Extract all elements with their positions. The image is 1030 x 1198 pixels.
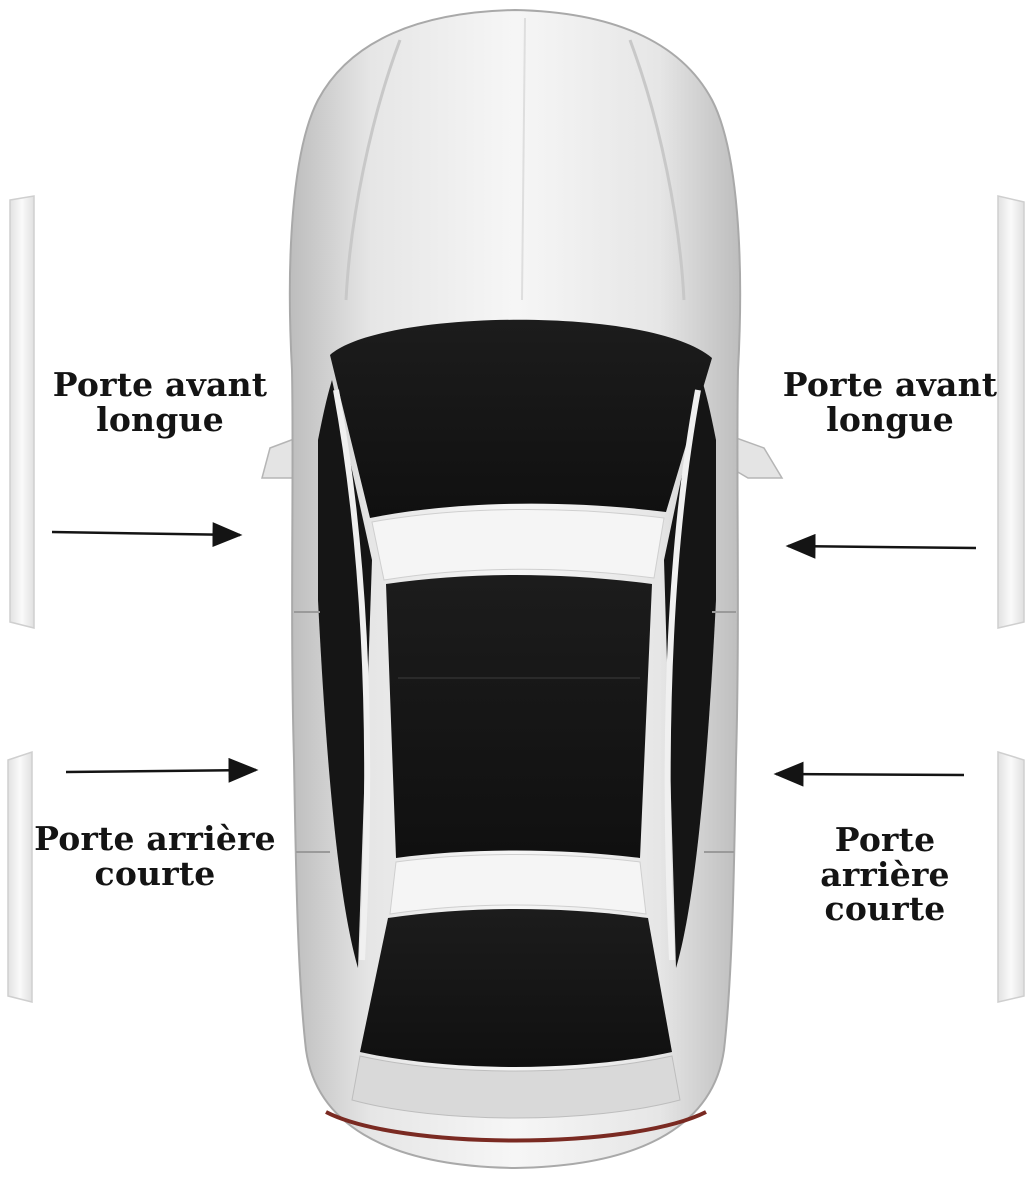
door-strip-front-left: [9, 195, 35, 629]
arrow-rear-left: [65, 757, 259, 783]
door-strip-rear-right: [997, 750, 1025, 1003]
front-windshield: [330, 319, 712, 518]
label-front-left-door: Porte avant longue: [40, 365, 280, 439]
label-rear-left-door: Porte arrière courte: [20, 819, 290, 893]
car-top-view: [261, 8, 784, 1170]
arrow-front-left: [51, 522, 243, 548]
label-line: courte: [94, 853, 216, 893]
label-rear-right-door: Porte arrière courte: [770, 820, 1000, 929]
door-strip-front-right: [997, 195, 1025, 629]
door-strip-rear-left: [7, 750, 33, 1003]
rear-window: [360, 909, 672, 1067]
label-line: Porte avant: [52, 365, 268, 404]
label-line: Porte avant: [782, 365, 998, 404]
left-side-windows: [318, 380, 372, 968]
label-line: Porte: [834, 820, 936, 859]
arrow-front-right: [785, 533, 977, 559]
label-line: longue: [96, 399, 224, 439]
label-line: longue: [826, 399, 954, 439]
label-front-right-door: Porte avant longue: [770, 365, 1010, 439]
label-line: Porte arrière: [34, 819, 276, 858]
label-line: arrière: [820, 854, 950, 894]
roof-glass: [386, 575, 652, 858]
arrow-rear-right: [773, 761, 965, 787]
label-line: courte: [824, 889, 946, 929]
tail-light-accent: [325, 1110, 707, 1143]
